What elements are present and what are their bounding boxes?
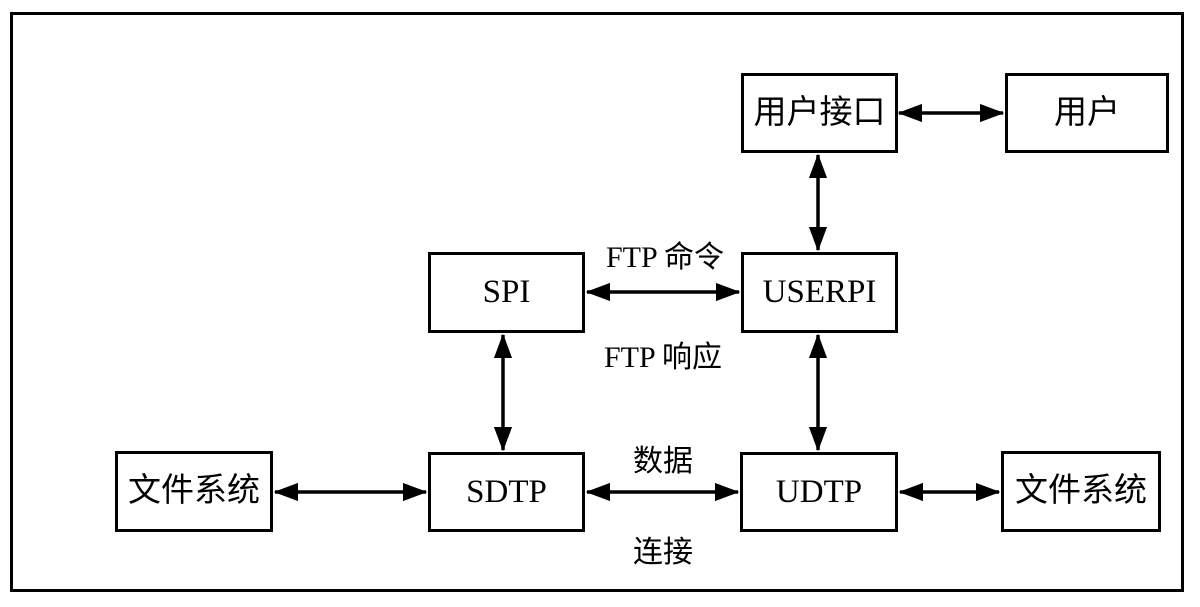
- box-userpi-label: USERPI: [762, 274, 877, 310]
- edge-label-connection: 连接: [633, 536, 693, 569]
- box-userpi: USERPI: [741, 252, 898, 333]
- edge-label-data: 数据: [633, 445, 693, 478]
- box-user: 用户: [1005, 73, 1169, 153]
- box-file-system-left: 文件系统: [115, 451, 273, 532]
- box-user-interface: 用户接口: [741, 73, 898, 153]
- box-user-interface-label: 用户接口: [753, 94, 886, 131]
- box-udtp-label: UDTP: [775, 473, 863, 510]
- box-spi-label: SPI: [482, 274, 531, 310]
- box-sdtp-label: SDTP: [466, 473, 547, 510]
- edge-label-ftp-response: FTP 响应: [603, 341, 723, 374]
- box-file-system-right-label: 文件系统: [1015, 473, 1147, 509]
- box-spi: SPI: [428, 252, 585, 333]
- outer-border: [10, 12, 1184, 592]
- edge-label-ftp-command: FTP 命令: [605, 241, 725, 274]
- box-file-system-left-label: 文件系统: [128, 473, 260, 509]
- box-udtp: UDTP: [740, 452, 898, 532]
- box-sdtp: SDTP: [428, 452, 585, 532]
- box-file-system-right: 文件系统: [1001, 451, 1161, 532]
- box-user-label: 用户: [1054, 94, 1120, 131]
